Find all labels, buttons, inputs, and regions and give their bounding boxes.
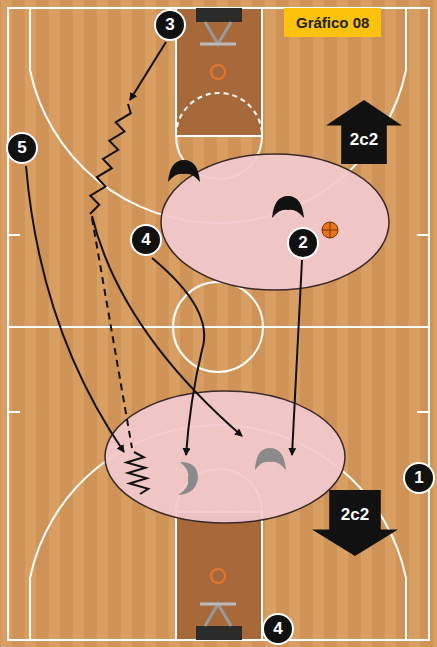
player-circle: 3 bbox=[154, 9, 186, 41]
lower-zone bbox=[105, 391, 345, 523]
ball bbox=[322, 222, 338, 238]
run-line bbox=[26, 166, 124, 452]
player-circle: 4 bbox=[262, 613, 294, 645]
player-circle: 1 bbox=[403, 462, 435, 494]
player-number: 4 bbox=[273, 619, 282, 639]
player-circle: 2 bbox=[287, 227, 319, 259]
up-arrow: 2c2 bbox=[326, 100, 402, 164]
drill-label: 2c2 bbox=[350, 130, 378, 150]
cut-line bbox=[130, 42, 166, 100]
player-number: 3 bbox=[165, 15, 174, 35]
player-number: 4 bbox=[141, 230, 150, 250]
chart-title: Gráfico 08 bbox=[284, 8, 381, 37]
run-line bbox=[152, 258, 204, 455]
bottom-basket bbox=[196, 569, 242, 640]
upper-zone bbox=[161, 154, 389, 290]
bottom-key bbox=[176, 512, 262, 640]
player-number: 5 bbox=[17, 138, 26, 158]
player-circle: 5 bbox=[6, 132, 38, 164]
top-basket bbox=[196, 8, 242, 79]
dribble-line bbox=[90, 104, 131, 214]
run-line bbox=[92, 216, 242, 436]
player-number: 1 bbox=[414, 468, 423, 488]
ball-seams bbox=[322, 222, 338, 238]
drill-label: 2c2 bbox=[341, 505, 369, 525]
player-circle: 4 bbox=[130, 224, 162, 256]
dribble-line bbox=[127, 452, 149, 494]
top-key bbox=[176, 8, 262, 136]
dashed-arc bbox=[176, 93, 262, 136]
run-line bbox=[292, 260, 302, 455]
pass-line bbox=[92, 218, 132, 448]
down-arrow: 2c2 bbox=[312, 490, 398, 556]
defenders bbox=[168, 160, 304, 495]
court-lines bbox=[8, 8, 429, 640]
player-number: 2 bbox=[298, 233, 307, 253]
